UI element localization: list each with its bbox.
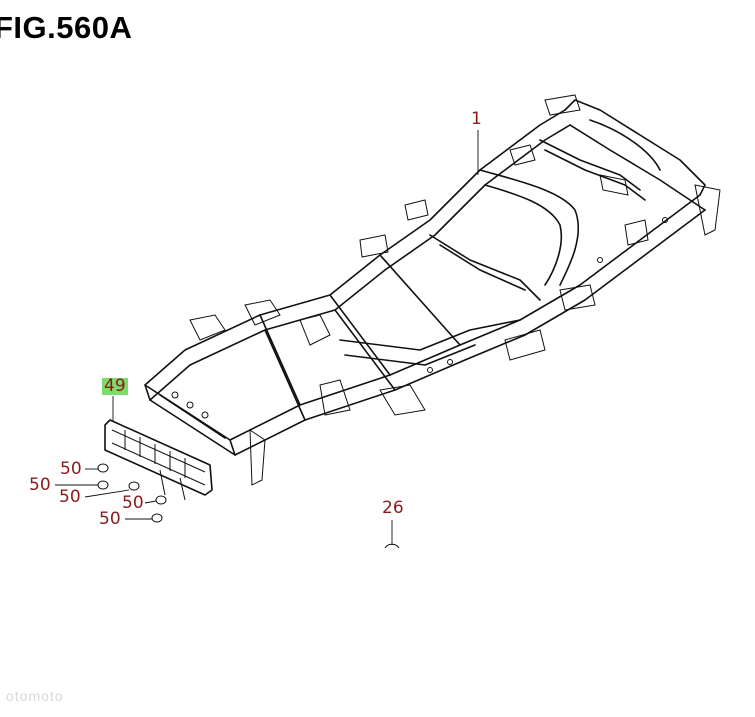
- figure-title: FIG.560A: [0, 10, 133, 45]
- callout-frame: 1: [471, 109, 482, 129]
- callout-clip-e: 50: [99, 509, 121, 529]
- watermark: otomoto: [6, 688, 64, 704]
- callout-bracket: 49: [102, 376, 128, 396]
- chassis-frame: [144, 94, 721, 486]
- callout-clip-b: 50: [29, 475, 51, 495]
- callout-clip-a: 50: [60, 459, 82, 479]
- callout-clip-c: 50: [59, 487, 81, 507]
- callout-clip-d: 50: [122, 493, 144, 513]
- callout-part-26: 26: [382, 498, 404, 518]
- front-bracket: [104, 419, 213, 501]
- clips: [97, 463, 167, 523]
- leader-lines: [55, 130, 479, 549]
